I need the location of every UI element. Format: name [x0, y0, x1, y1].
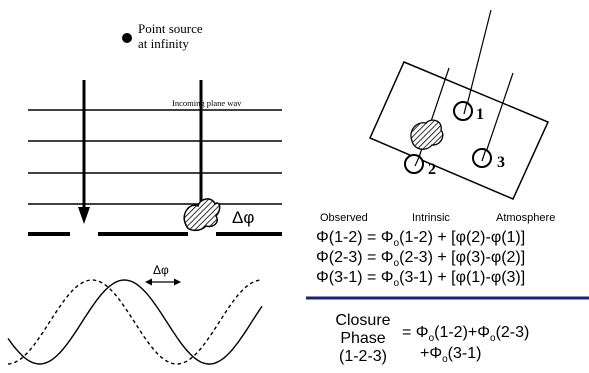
wave-plot: Δφ	[7, 263, 263, 365]
header-intrinsic: Intrinsic	[412, 212, 450, 224]
ray-arrows	[78, 80, 207, 226]
equation-lhs: Φ(2-3)	[316, 249, 363, 266]
wavefront-lines	[28, 109, 282, 205]
equation-row-3: Φ(3-1) = Φo(3-1) + [φ(1)-φ(3)]	[316, 269, 525, 289]
equation-text: Φ(2-3) = Φo(2-3) + [φ(3)-φ(2)]	[316, 249, 525, 269]
aperture-2	[404, 154, 424, 174]
equation-text: Φ(1-2) = Φo(1-2) + [φ(2)-φ(1)]	[316, 229, 525, 249]
plus-sign: +	[433, 229, 451, 246]
closure-label-line2: Phase	[340, 330, 385, 347]
aperture-label-2: 2	[428, 161, 436, 178]
atmosphere-term: [φ(3)-φ(2)]	[451, 249, 525, 266]
subscript-o: o	[490, 333, 496, 344]
intrinsic-pair: (2-3)	[399, 249, 433, 266]
wave-shift-arrowhead-left	[145, 278, 152, 286]
closure-term: (2-3)	[496, 324, 530, 341]
atmosphere-term: [φ(2)-φ(1)]	[451, 229, 525, 246]
delta-phi-label: Δφ	[232, 208, 254, 227]
point-source-dot	[122, 33, 132, 43]
closure-formula-line2: +Φo(3-1)	[420, 345, 481, 365]
aperture-1	[453, 101, 473, 121]
closure-term: (1-2)	[434, 324, 468, 341]
wave-delta-phi-label: Δφ	[153, 263, 169, 277]
equals-sign: = Φ	[402, 324, 429, 341]
closure-term: (3-1)	[448, 345, 482, 362]
shifted-wave	[7, 279, 263, 365]
equation-lhs: Φ(3-1)	[316, 269, 363, 286]
wave-shift-arrowhead-right	[174, 278, 181, 286]
turbulence-blob-right	[410, 119, 444, 150]
plus-sign: +	[433, 249, 451, 266]
aperture-label-1: 1	[476, 106, 484, 123]
subscript-o: o	[394, 278, 400, 289]
header-observed: Observed	[320, 212, 368, 224]
closure-label-line1: Closure	[335, 312, 390, 329]
aperture-label-3: 3	[497, 154, 505, 171]
equation-text: Φ(3-1) = Φo(3-1) + [φ(1)-φ(3)]	[316, 269, 525, 289]
closure-formula-line1: = Φo(1-2)+Φo(2-3)	[402, 324, 529, 344]
source-label-line1: Point source	[138, 21, 203, 36]
subscript-o: o	[442, 354, 448, 365]
reference-wave	[7, 279, 263, 365]
subscript-o: o	[429, 333, 435, 344]
ray-to-aperture-2-end	[414, 154, 421, 167]
ray-to-aperture-3-end	[481, 148, 487, 162]
equals-sign: = Φ	[363, 249, 394, 266]
plus-sign: +Φ	[468, 324, 490, 341]
header-atmosphere: Atmosphere	[496, 212, 555, 224]
source-label-line2: at infinity	[138, 36, 189, 51]
aperture-plane	[369, 61, 550, 200]
subscript-o: o	[394, 238, 400, 249]
intrinsic-pair: (1-2)	[399, 229, 433, 246]
right-panel: 1 2 3 Observed Intrinsic Atmosphere Φ(1-…	[306, 9, 589, 365]
left-panel: Point source at infinity Incoming plane …	[7, 21, 282, 365]
equation-row-1: Φ(1-2) = Φo(1-2) + [φ(2)-φ(1)]	[316, 229, 525, 249]
incoming-wave-label: Incoming plane wav	[172, 98, 242, 108]
ray-to-aperture-1	[464, 9, 492, 114]
plus-sign: +	[433, 269, 451, 286]
ray-left-arrowhead	[78, 207, 90, 224]
equation-row-2: Φ(2-3) = Φo(2-3) + [φ(3)-φ(2)]	[316, 249, 525, 269]
turbulence-blob	[183, 198, 221, 232]
ray-to-aperture-3	[482, 72, 514, 162]
plus-sign: +Φ	[420, 345, 442, 362]
intrinsic-pair: (3-1)	[399, 269, 433, 286]
closure-label-line3: (1-2-3)	[339, 348, 387, 365]
aperture-3	[472, 148, 492, 168]
closure-phase-block: Closure Phase (1-2-3) = Φo(1-2)+Φo(2-3) …	[335, 312, 529, 365]
ray-to-aperture-1-end	[463, 101, 468, 115]
subscript-o: o	[394, 258, 400, 269]
equation-lhs: Φ(1-2)	[316, 229, 363, 246]
atmosphere-term: [φ(1)-φ(3)]	[451, 269, 525, 286]
apertures: 1 2 3	[404, 101, 505, 178]
equals-sign: = Φ	[363, 269, 394, 286]
equals-sign: = Φ	[363, 229, 394, 246]
